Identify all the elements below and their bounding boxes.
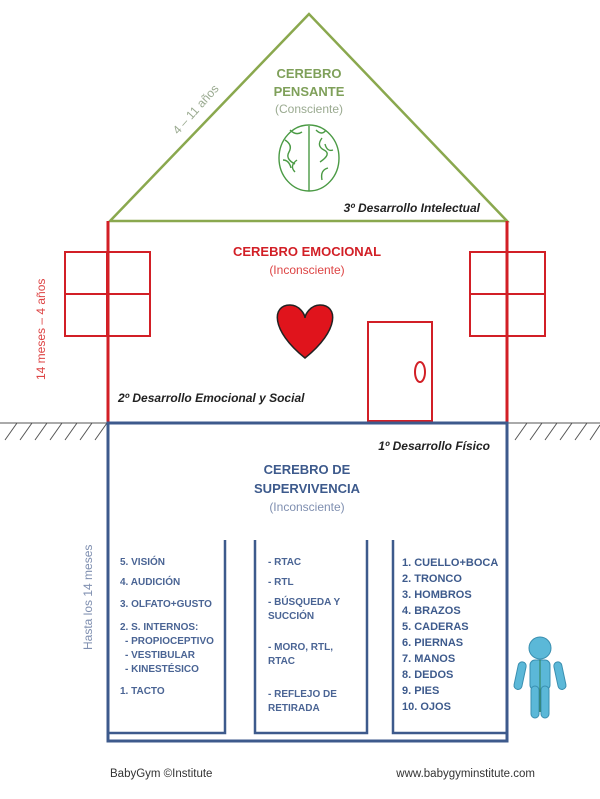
list-item: 4. BRAZOS: [402, 605, 461, 617]
list-item: 10. OJOS: [402, 701, 451, 713]
body-parts-list: 1. CUELLO+BOCA 2. TRONCO 3. HOMBROS 4. B…: [402, 557, 498, 713]
right-window: [469, 251, 546, 337]
heart-icon: [276, 304, 334, 359]
list-item: 5. VISIÓN: [120, 555, 165, 568]
list-item: - BÚSQUEDA Y: [268, 595, 341, 608]
base-development: 1º Desarrollo Físico: [378, 439, 490, 453]
base-age-label: Hasta los 14 meses: [81, 545, 95, 650]
list-item: RETIRADA: [268, 703, 320, 714]
list-item: - REFLEJO DE: [268, 689, 337, 700]
reflexes-list: - RTAC - RTL - BÚSQUEDA Y SUCCIÓN - MORO…: [268, 557, 341, 714]
senses-box: [106, 540, 227, 735]
list-item: 4. AUDICIÓN: [120, 575, 180, 588]
roof-title-1: CEREBRO: [276, 66, 341, 81]
roof-subtitle: (Consciente): [275, 102, 343, 116]
brain-icon: [278, 124, 340, 192]
footer-right[interactable]: www.babygyminstitute.com: [395, 768, 535, 780]
list-item: RTAC: [268, 656, 295, 667]
base-title-1: CEREBRO DE: [264, 462, 351, 477]
door: [367, 321, 433, 422]
list-item: 6. PIERNAS: [402, 637, 463, 649]
base-subtitle: (Inconsciente): [269, 500, 344, 514]
roof-title-2: PENSANTE: [274, 84, 345, 99]
list-item: 2. TRONCO: [402, 573, 462, 585]
list-item: 1. TACTO: [120, 686, 165, 697]
list-item: 5. CADERAS: [402, 621, 469, 633]
reflexes-box: [253, 540, 369, 735]
left-window: [64, 251, 151, 337]
list-item: - RTL: [268, 577, 294, 588]
list-item: 8. DEDOS: [402, 669, 453, 681]
middle-age-label: 14 meses – 4 años: [34, 279, 48, 380]
ground-hatching: [0, 422, 600, 441]
footer-left: BabyGym ©Institute: [110, 768, 212, 780]
roof-development: 3º Desarrollo Intelectual: [344, 201, 481, 215]
child-figure-icon: [513, 636, 567, 719]
list-item: 3. OLFATO+GUSTO: [120, 599, 212, 610]
roof-triangle: [107, 12, 510, 223]
base-title-2: SUPERVIVENCIA: [254, 481, 361, 496]
list-item: - MORO, RTL,: [268, 642, 333, 653]
list-item: 7. MANOS: [402, 653, 455, 665]
list-item: 3. HOMBROS: [402, 589, 472, 601]
list-item: - PROPIOCEPTIVO: [125, 636, 214, 647]
middle-title: CEREBRO EMOCIONAL: [233, 244, 381, 259]
middle-subtitle: (Inconsciente): [269, 263, 344, 277]
list-item: - KINESTÉSICO: [125, 662, 199, 675]
list-item: 1. CUELLO+BOCA: [402, 557, 498, 569]
list-item: - VESTIBULAR: [125, 650, 196, 661]
senses-list: 5. VISIÓN 4. AUDICIÓN 3. OLFATO+GUSTO 2.…: [120, 555, 214, 697]
body-parts-box: [391, 540, 507, 735]
list-item: - RTAC: [268, 557, 301, 568]
roof-age-label: 4 – 11 años: [170, 82, 222, 137]
list-item: 2. S. INTERNOS:: [120, 622, 198, 633]
middle-development: 2º Desarrollo Emocional y Social: [117, 391, 305, 405]
list-item: 9. PIES: [402, 685, 439, 697]
list-item: SUCCIÓN: [268, 609, 314, 622]
